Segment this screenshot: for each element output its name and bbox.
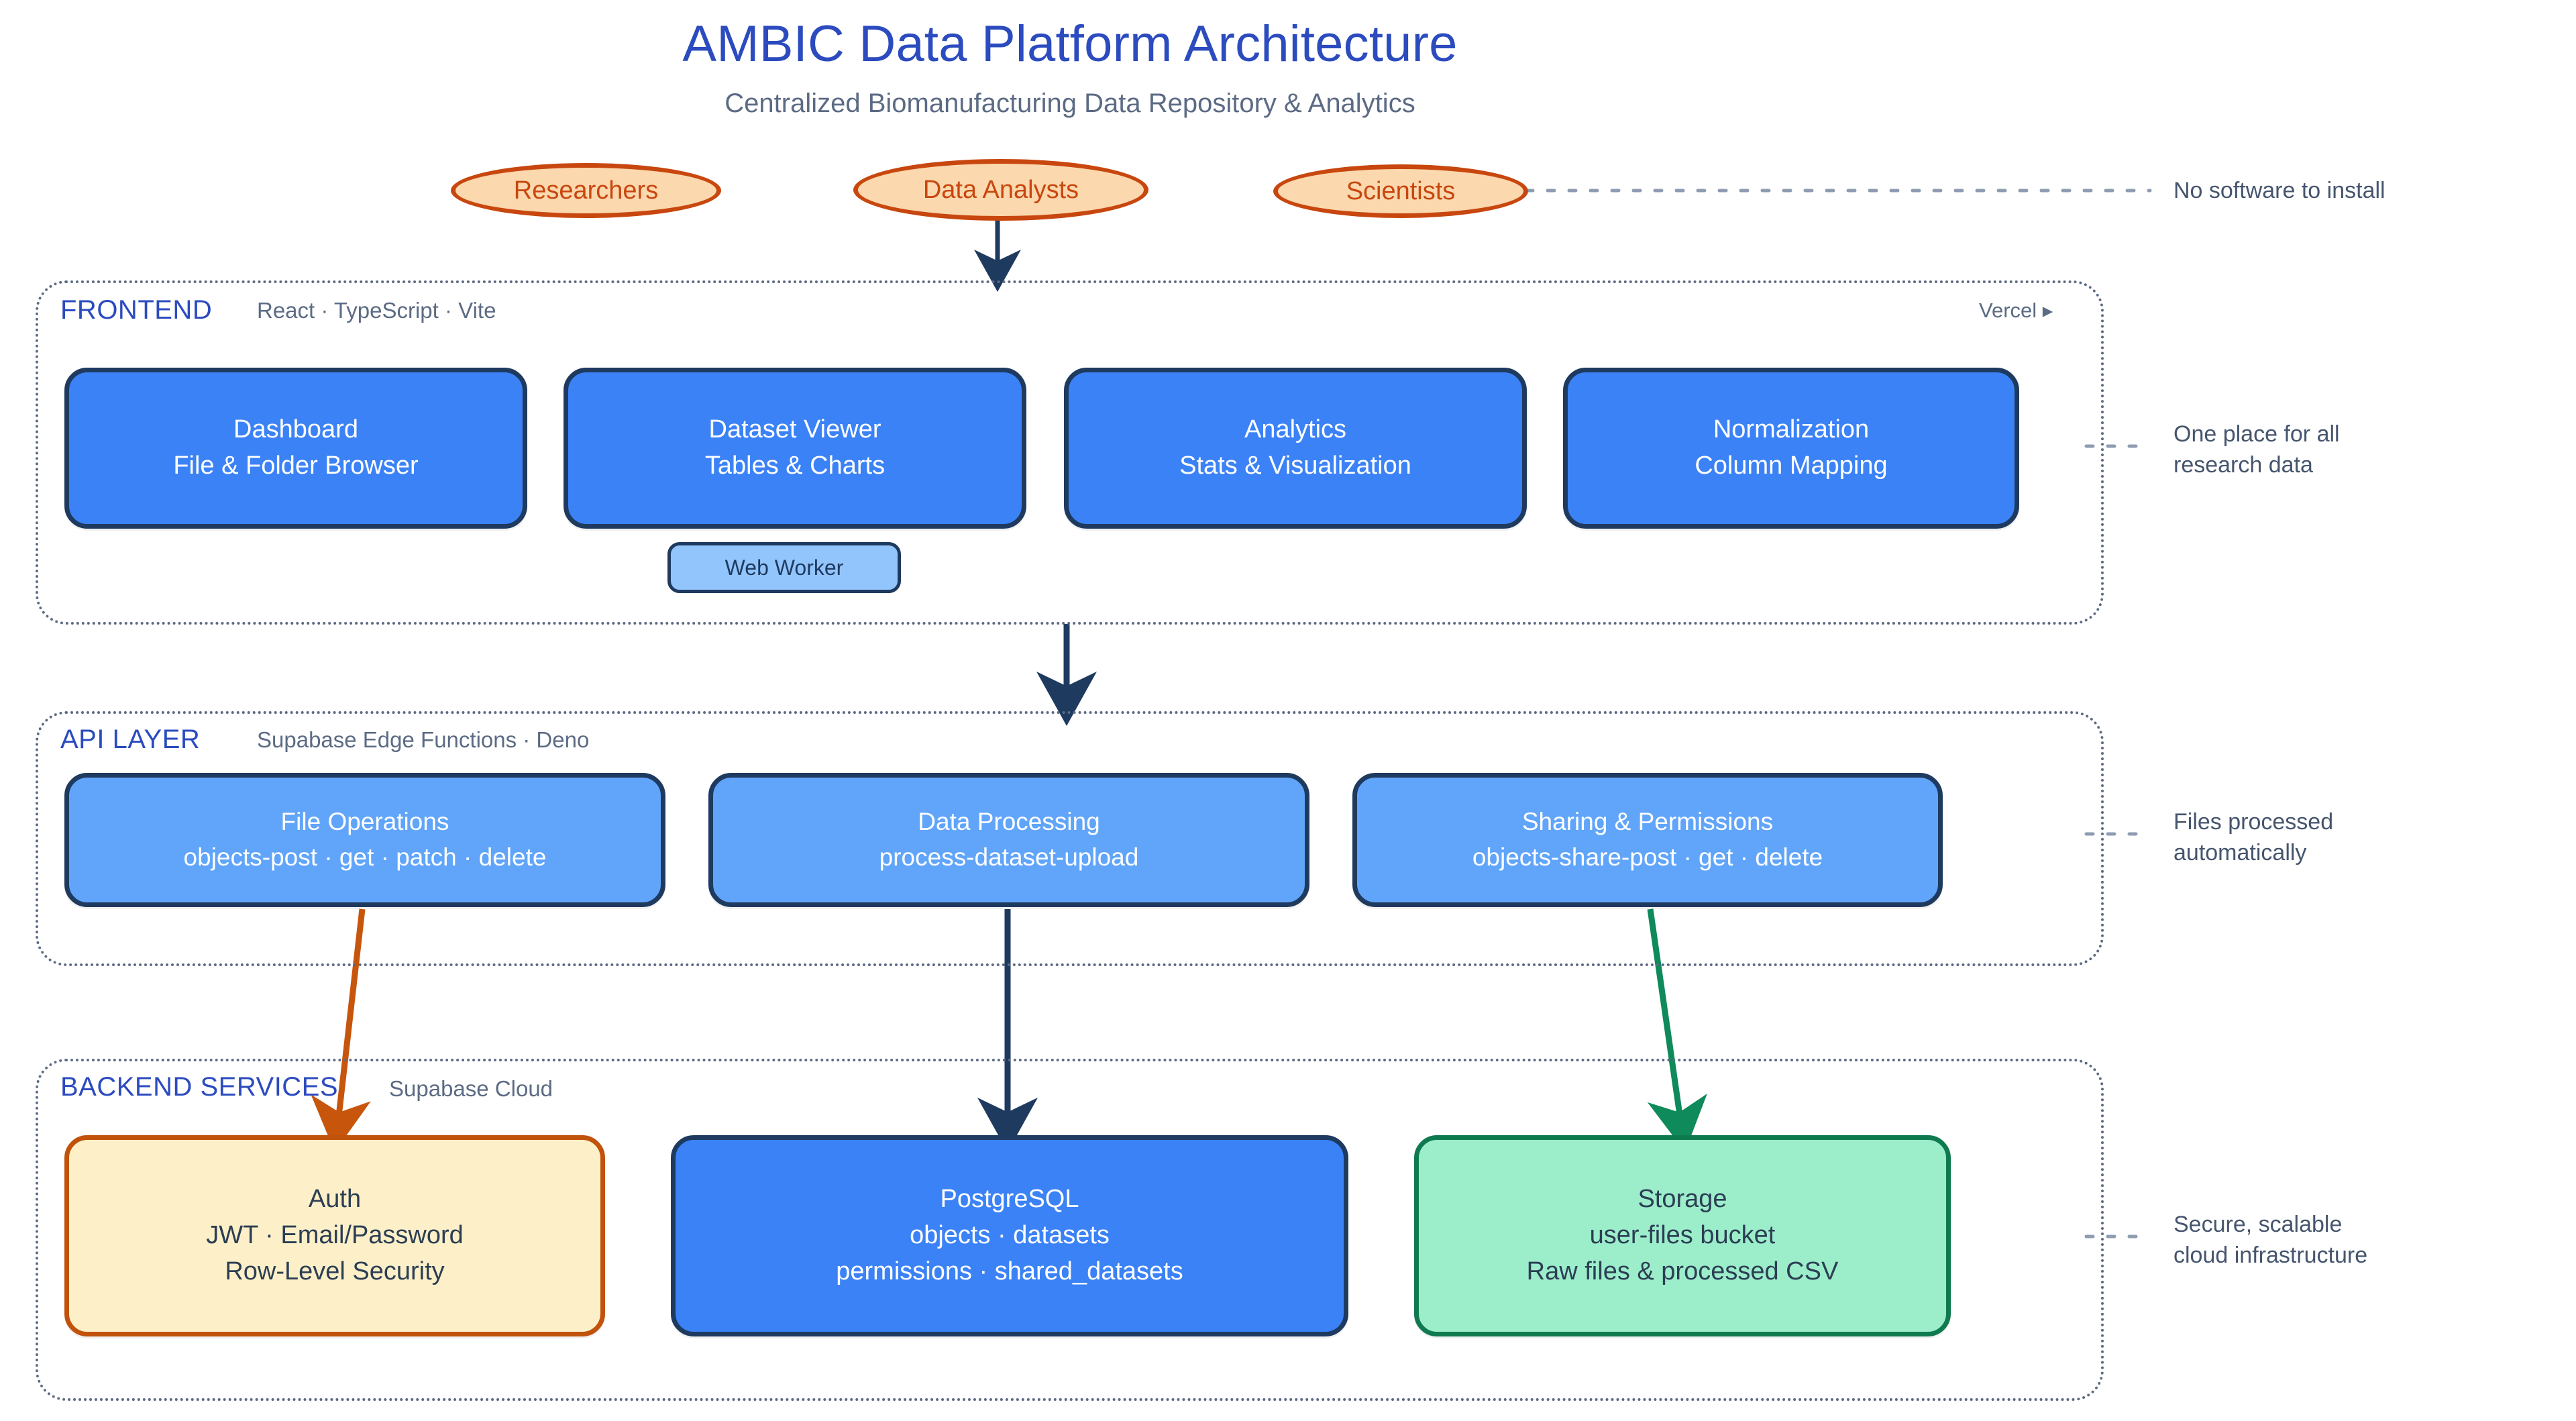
note-line-1: One place for all: [2174, 421, 2340, 447]
layer-frontend-host: Vercel ▸: [1979, 299, 2053, 322]
persona-label: Scientists: [1346, 176, 1456, 205]
page-title: AMBIC Data Platform Architecture: [682, 15, 1458, 72]
node-line-2: JWT · Email/Password: [206, 1221, 464, 1250]
node-line-1: Auth: [308, 1185, 362, 1214]
layer-backend: [36, 1059, 2104, 1401]
note-no-software: No software to install: [2174, 176, 2385, 207]
layer-backend-tech: Supabase Cloud: [389, 1076, 553, 1101]
layer-api: [36, 711, 2104, 966]
node-line-3: Row-Level Security: [225, 1257, 445, 1285]
node-line-1: Normalization: [1713, 415, 1870, 444]
web-worker-label: Web Worker: [724, 555, 844, 580]
node-line-2: Tables & Charts: [704, 452, 885, 480]
note-one-place: One place for all research data: [2174, 419, 2340, 481]
node-line-1: Data Processing: [918, 808, 1100, 836]
backend-node-storage[interactable]: Storage user-files bucket Raw files & pr…: [1414, 1135, 1951, 1336]
note-line-2: automatically: [2174, 839, 2307, 865]
node-line-1: Dashboard: [233, 415, 358, 444]
layer-frontend-title: FRONTEND: [60, 295, 213, 325]
layer-api-tech: Supabase Edge Functions · Deno: [257, 727, 590, 752]
node-line-1: File Operations: [280, 808, 449, 836]
node-line-2: objects-post · get · patch · delete: [183, 843, 547, 871]
node-line-3: permissions · shared_datasets: [836, 1257, 1183, 1285]
node-line-1: Sharing & Permissions: [1521, 808, 1774, 836]
persona-label: Data Analysts: [922, 175, 1079, 204]
note-files-processed: Files processed automatically: [2174, 807, 2333, 869]
api-node-data-processing[interactable]: Data Processing process-dataset-upload: [708, 773, 1309, 907]
layer-api-title: API LAYER: [60, 725, 201, 754]
node-line-3: Raw files & processed CSV: [1526, 1257, 1839, 1285]
persona-researchers[interactable]: Researchers: [451, 163, 721, 218]
note-line-2: cloud infrastructure: [2174, 1242, 2368, 1268]
layer-frontend-tech: React · TypeScript · Vite: [257, 298, 496, 323]
persona-label: Researchers: [513, 176, 659, 205]
frontend-node-dataset-viewer[interactable]: Dataset Viewer Tables & Charts: [564, 368, 1026, 529]
web-worker-chip[interactable]: Web Worker: [667, 542, 901, 593]
layer-backend-title: BACKEND SERVICES: [60, 1072, 339, 1102]
node-line-1: Analytics: [1244, 415, 1347, 444]
note-line-2: research data: [2174, 452, 2313, 478]
node-line-2: Stats & Visualization: [1179, 452, 1411, 480]
frontend-node-dashboard[interactable]: Dashboard File & Folder Browser: [64, 368, 527, 529]
frontend-node-normalization[interactable]: Normalization Column Mapping: [1563, 368, 2019, 529]
node-line-2: process-dataset-upload: [879, 843, 1139, 871]
node-line-2: user-files bucket: [1589, 1221, 1776, 1250]
node-line-1: Dataset Viewer: [708, 415, 881, 444]
node-line-1: PostgreSQL: [940, 1185, 1079, 1214]
layer-frontend: [36, 280, 2104, 625]
persona-data-analysts[interactable]: Data Analysts: [853, 159, 1148, 221]
node-line-2: objects · datasets: [910, 1221, 1110, 1250]
backend-node-auth[interactable]: Auth JWT · Email/Password Row-Level Secu…: [64, 1135, 605, 1336]
note-line-1: Secure, scalable: [2174, 1212, 2343, 1237]
note-secure-scalable: Secure, scalable cloud infrastructure: [2174, 1210, 2367, 1271]
node-line-2: objects-share-post · get · delete: [1472, 843, 1823, 871]
api-node-file-operations[interactable]: File Operations objects-post · get · pat…: [64, 773, 665, 907]
note-line-1: No software to install: [2174, 178, 2385, 203]
api-node-sharing-permissions[interactable]: Sharing & Permissions objects-share-post…: [1352, 773, 1943, 907]
note-line-1: Files processed: [2174, 809, 2334, 835]
node-line-2: File & Folder Browser: [173, 452, 419, 480]
persona-scientists[interactable]: Scientists: [1273, 164, 1528, 218]
frontend-node-analytics[interactable]: Analytics Stats & Visualization: [1064, 368, 1527, 529]
node-line-2: Column Mapping: [1695, 452, 1888, 480]
backend-node-postgresql[interactable]: PostgreSQL objects · datasets permission…: [671, 1135, 1348, 1336]
page-subtitle: Centralized Biomanufacturing Data Reposi…: [724, 89, 1415, 118]
node-line-1: Storage: [1638, 1185, 1727, 1214]
